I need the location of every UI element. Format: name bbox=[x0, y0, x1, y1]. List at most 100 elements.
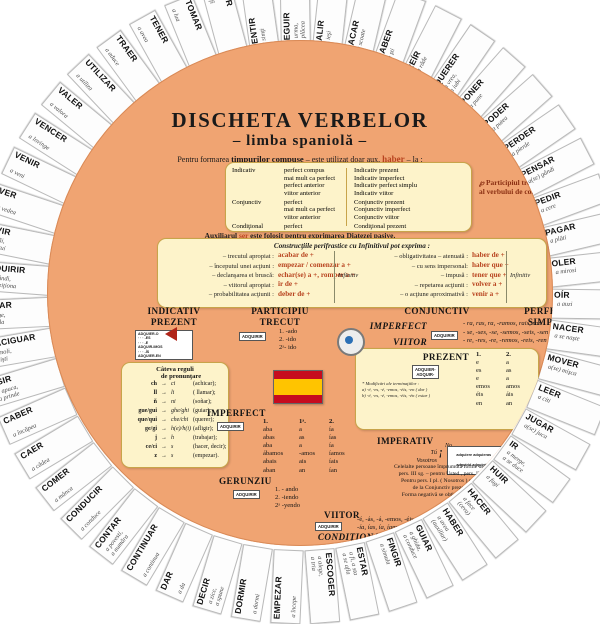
compound-left-0-2: perfect anterior bbox=[284, 182, 325, 190]
peri-R-label-0: – obligativitatea – atenuată : bbox=[394, 253, 468, 260]
pron-rule-1: ll→li( llamar); bbox=[153, 390, 216, 396]
aux-ser-verb: ser bbox=[238, 231, 249, 240]
stamp-imperativ-top: adquiere adquieras bbox=[456, 453, 492, 457]
section-marker-icon: ℘ bbox=[479, 178, 487, 187]
verb-tab-translation: a vedea bbox=[0, 204, 17, 217]
compound-left-2-0: perfect bbox=[284, 222, 303, 230]
verb-tab-translation: a aduce bbox=[103, 46, 121, 68]
im2-1: as bbox=[299, 434, 305, 442]
pron-rule-6: j→h(trabajar); bbox=[155, 435, 217, 441]
compound-right-0-2: Indicativ perfect simplu bbox=[354, 182, 417, 190]
gerunziu-ending-2: 2ᵃ -yendo bbox=[275, 502, 301, 510]
verb-tab-translation: a începe bbox=[290, 595, 299, 618]
verb-tab-label: CABER bbox=[1, 404, 35, 426]
verb-tab-label: ADQUIRIR bbox=[0, 261, 26, 276]
conjunctiv-prezent-panel: PREZENT ADQUIER- ADQUIR- * Modificări al… bbox=[355, 348, 539, 430]
panel-divider bbox=[346, 168, 347, 226]
imperfect-col1: 1. aba abas aba ábamos abais aban bbox=[263, 418, 283, 475]
peri-L-verb-0: acabar de + bbox=[278, 251, 314, 260]
selection-pointer-icon bbox=[165, 327, 177, 341]
stamp-imperativ: adquiere adquieras adquirid adquiráis bbox=[447, 446, 515, 475]
aux-ser-pre: Auxiliarul bbox=[204, 231, 239, 240]
verb-tab-label: TOMAR bbox=[183, 0, 205, 32]
compound-right-0-0: Indicativ prezent bbox=[354, 167, 399, 174]
heading-imperativ: IMPERATIV bbox=[377, 436, 434, 446]
heading-participiu-trecut: PARTICIPIU TRECUT bbox=[251, 306, 309, 327]
imperativ-note-3: de la Conjunctiv prezent (Exc. ir – ¡ va… bbox=[412, 485, 518, 491]
stamp-conjunctiv-prezent: ADQUIER- ADQUIR- bbox=[412, 365, 439, 379]
page-title: DISCHETA VERBELOR bbox=[171, 108, 429, 132]
heading-imperfect: IMPERFECT bbox=[207, 408, 266, 418]
imperativ-exclam-close: ! bbox=[513, 447, 517, 458]
flag-stripe-bottom bbox=[274, 395, 322, 403]
participiu-ending-1: 2. -ido bbox=[279, 336, 297, 344]
peri-L-verb-3: ir de + bbox=[278, 280, 298, 289]
compound-right-1-1: Conjunctiv imperfect bbox=[354, 206, 411, 214]
imperativ-vosotros-label: Vosotros bbox=[416, 458, 437, 464]
heading-conjunctiv: CONJUNCTIV bbox=[404, 306, 470, 316]
peri-R-verb-4: venir a + bbox=[472, 289, 500, 298]
im1-5: aban bbox=[263, 466, 276, 474]
stamp-conjunctiv: ADQUIRIR bbox=[431, 331, 458, 340]
verb-tab-label: ESCOGER bbox=[323, 552, 338, 597]
verb-tab-label: OÍR bbox=[554, 289, 570, 300]
infinitiv-label-left: Infinitiv bbox=[338, 272, 359, 279]
flag-stripe-middle bbox=[274, 379, 322, 395]
lede-pre: Pentru formarea bbox=[177, 155, 232, 164]
verb-tab-label: TENER bbox=[147, 13, 171, 45]
im1-3: ábamos bbox=[263, 450, 284, 458]
verb-tab-translation: a lua bbox=[170, 7, 182, 23]
pron-rule-2: ñ→ni(soñar); bbox=[153, 399, 212, 405]
verb-tab-translation: a mirosi bbox=[555, 266, 577, 277]
conjunctiv-prezent-col2: 2. a as a amos áis an bbox=[506, 351, 520, 408]
conjunctiv-prezent-note-a: a) -é, -es, -é, -emos, -éis, -en ( dar ) bbox=[362, 386, 428, 392]
verb-tab-translation: a avea bbox=[135, 25, 150, 44]
compound-left-0-0: perfect compus bbox=[284, 167, 325, 174]
verb-tab-translation: a utiliza bbox=[74, 72, 94, 93]
im2-2: a bbox=[299, 442, 302, 450]
im3-0: ía bbox=[329, 426, 334, 434]
participiu-endings: 1. -ado 2. -ido 2ᵃ- ido bbox=[279, 328, 297, 352]
pron-heading-l1: Câteva reguli bbox=[156, 366, 194, 373]
verb-tab-translation: a mânca bbox=[52, 485, 75, 505]
stamp-viitor: ADQUIRIR bbox=[315, 522, 342, 531]
infinitiv-label-right: Infinitiv bbox=[510, 272, 531, 279]
imperfect-col2: 1ᵃ. a as a -amos ais an bbox=[299, 418, 315, 475]
lede-bold: timpurilor compuse bbox=[231, 154, 304, 164]
stamp-imperfect: ADQUIRIR bbox=[217, 422, 244, 431]
peri-R-label-1: – cu sens impersonal: bbox=[411, 262, 468, 270]
verb-tab-translation: a se naşte bbox=[554, 332, 580, 343]
imperativ-note-1: pers. III sg. – pentru Usted , pers. III… bbox=[398, 471, 532, 477]
im1-1: abas bbox=[263, 434, 275, 442]
imperfect-col2-head: 1ᵃ. bbox=[299, 418, 306, 425]
peri-R-verb-1: haber que + bbox=[472, 261, 509, 269]
conjunctiv-endings: - ra, ras, ra, -ramos, rais, ran - se, -… bbox=[463, 320, 548, 346]
pron-rule-5: ge/gi→h(e)/h(i)(afligir); bbox=[145, 426, 214, 432]
lede-post: – la : bbox=[404, 155, 423, 164]
cp2-4: áis bbox=[506, 391, 514, 399]
verb-tab-translation: a continua bbox=[141, 551, 162, 579]
participle-note-line1: Participiul trecut bbox=[486, 178, 541, 187]
conjunctiv-prezent-notes: * Modificări ale terminaţiilor : a) -é, … bbox=[362, 381, 430, 398]
aux-ser-note: Auxiliarul ser este folosit pentru expri… bbox=[47, 231, 553, 240]
pron-rule-0: ch→ci(achicar); bbox=[151, 381, 216, 387]
verb-tab-label: SER bbox=[221, 0, 235, 7]
pronunciation-panel: Câteva reguli de pronunţare ch→ci(achica… bbox=[121, 362, 229, 468]
wheel-hub[interactable] bbox=[337, 328, 365, 356]
pron-rule-8: z→s(empezar). bbox=[154, 453, 219, 459]
heading-viitor: VIITOR bbox=[324, 510, 360, 520]
cp2-5: an bbox=[506, 399, 513, 407]
verb-tab-translation: a domoli,a linişti bbox=[0, 347, 13, 365]
cp1-2: e bbox=[476, 375, 479, 383]
verb-tab-translation: a zice,a spune bbox=[206, 586, 226, 607]
conjunctiv-prezent-note-b: b) -é, -es, -é, -emos, -éis, -én ( estar… bbox=[362, 392, 431, 398]
im3-1: ías bbox=[329, 434, 337, 442]
imperfect-col1-head: 1. bbox=[263, 418, 268, 425]
imperativ-exclam-open: ¡ bbox=[439, 447, 443, 458]
imperativ-note-2: Pentru pers. I pl. ( Nosotros ) se păstr… bbox=[401, 478, 529, 484]
imperativ-notes: Celelalte persoane împrumută forme de la… bbox=[365, 464, 553, 499]
peri-L-label-3: – viitorul apropiat : bbox=[223, 281, 274, 289]
compound-mood-2: Condiţional bbox=[232, 222, 264, 230]
im1-2: aba bbox=[263, 442, 273, 450]
